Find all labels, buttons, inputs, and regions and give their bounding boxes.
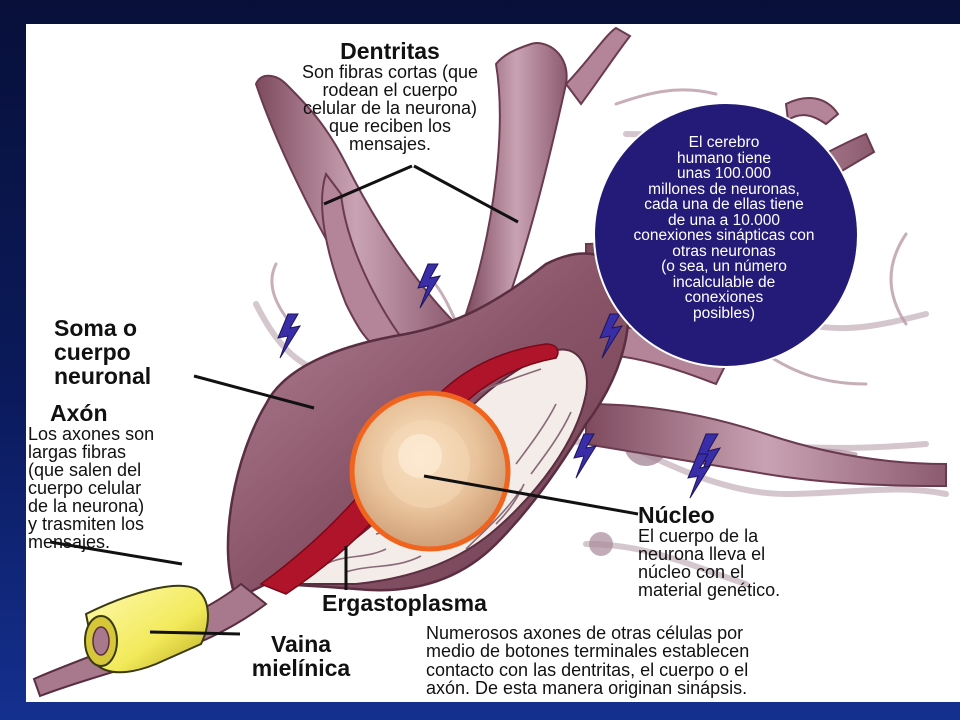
axon-line: de la neurona) — [28, 496, 145, 516]
sinapsis-note: Numerosos axones de otras células por me… — [426, 623, 750, 699]
axon-line: y trasmiten los — [28, 514, 145, 534]
info-line: conexiones — [684, 289, 764, 306]
dentritas-label: Dentritas Son fibras cortas (que rodean … — [250, 38, 530, 154]
sinapsis-line: Numerosos axones de otras células por — [426, 623, 744, 643]
info-circle-text: El cerebro humano tiene unas 100.000 mil… — [574, 135, 874, 321]
axon-line: largas fibras — [28, 442, 127, 462]
info-line: conexiones sinápticas con — [633, 227, 815, 244]
axon-line: cuerpo celular — [28, 478, 142, 498]
vaina-line: Vaina — [270, 631, 332, 657]
sinapsis-line: axón. De esta manera originan sinápsis. — [426, 678, 748, 699]
info-line: posibles) — [692, 304, 756, 322]
leader-lines — [49, 164, 639, 636]
myelin-sheath — [84, 584, 209, 674]
axon-label: Axón Los axones son largas fibras (que s… — [28, 400, 155, 552]
dentritas-line: rodean el cuerpo — [322, 80, 458, 100]
nucleo-line: neurona lleva el — [638, 544, 766, 564]
axon-line: (que salen del — [28, 460, 142, 480]
soma-label: Soma o cuerpo neuronal — [54, 315, 152, 390]
nucleo-title: Núcleo — [638, 502, 715, 528]
sinapsis-line: contacto con las dentritas, el cuerpo o … — [426, 659, 749, 680]
vaina-label: Vaina mielínica — [226, 632, 376, 680]
info-line: cada una de ellas tiene — [644, 196, 804, 213]
soma-line: Soma o — [54, 315, 138, 341]
sinapsis-line: medio de botones terminales establecen — [426, 641, 750, 662]
nucleo-line: material genético. — [638, 580, 781, 600]
soma-line: neuronal — [54, 363, 152, 390]
info-line: incalculable de — [672, 273, 776, 291]
dentritas-line: Son fibras cortas (que — [301, 62, 479, 82]
axon-line: Los axones son — [28, 424, 155, 444]
dentritas-line: que reciben los — [328, 116, 452, 136]
info-line: humano tiene — [677, 149, 771, 167]
diagram-slide: Dentritas Son fibras cortas (que rodean … — [26, 24, 960, 702]
nucleo-line: núcleo con el — [638, 562, 745, 582]
nucleo-line: El cuerpo de la — [638, 526, 759, 546]
vaina-line: mielínica — [251, 655, 351, 682]
info-line: de una a 10.000 — [667, 211, 781, 229]
info-line: otras neuronas — [672, 242, 776, 260]
ergastoplasma-label: Ergastoplasma — [322, 590, 487, 616]
axon-line: mensajes. — [28, 532, 111, 552]
dentritas-title: Dentritas — [340, 38, 440, 64]
info-line: El cerebro — [688, 134, 760, 151]
terminal-button-2 — [589, 532, 613, 556]
dentritas-line: mensajes. — [348, 134, 432, 154]
info-circle — [593, 102, 859, 368]
neuron-illustration — [32, 26, 949, 698]
info-line: millones de neuronas, — [648, 180, 800, 198]
axon-title: Axón — [50, 400, 108, 426]
nucleo-label: Núcleo El cuerpo de la neurona lleva el … — [638, 502, 781, 600]
soma-line: cuerpo — [54, 339, 131, 366]
info-line: unas 100.000 — [677, 165, 771, 182]
synapse-sparks — [277, 263, 722, 499]
dentritas-line: celular de la neurona) — [302, 98, 478, 118]
info-line: (o sea, un número — [661, 258, 787, 275]
